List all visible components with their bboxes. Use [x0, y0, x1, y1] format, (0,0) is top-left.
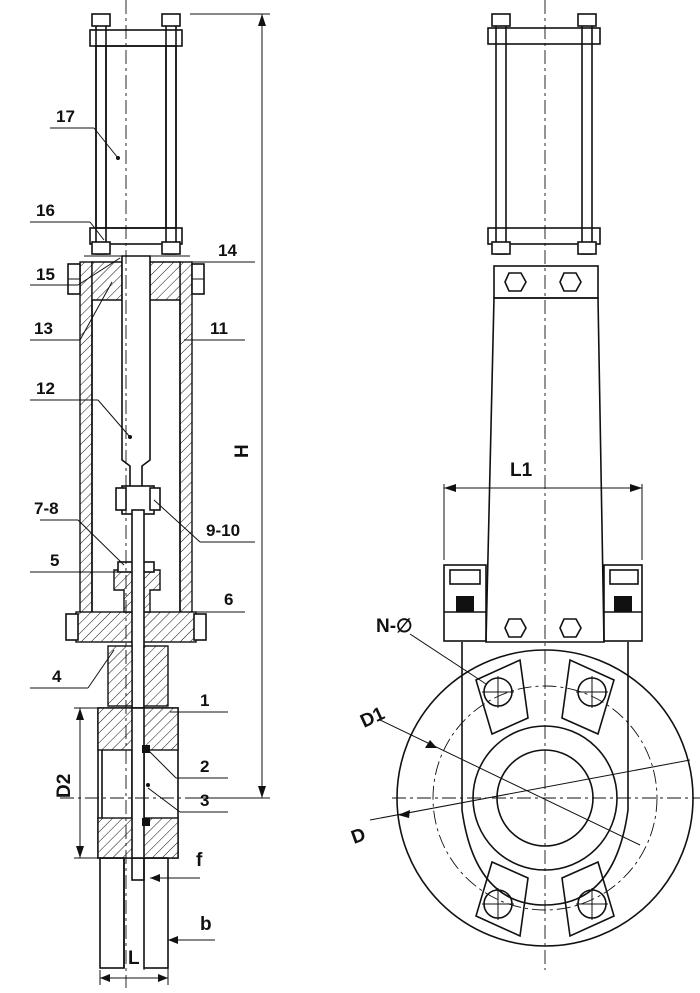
part-leaders — [30, 127, 255, 813]
dim-label-f: f — [196, 850, 203, 871]
dim-label-L: L — [128, 948, 140, 969]
dim-label-N: N-∅ — [376, 616, 413, 637]
part-label-16: 16 — [36, 201, 55, 220]
dimension-H — [190, 13, 270, 799]
hex-bolt-icon — [504, 272, 527, 292]
part-label-11: 11 — [210, 319, 228, 338]
part-label-14: 14 — [218, 241, 237, 260]
part-label-9-10: 9-10 — [206, 521, 240, 540]
dimension-f-b-L — [99, 868, 215, 985]
body-1 — [97, 707, 179, 859]
packing-4 — [107, 645, 169, 707]
dim-label-b: b — [200, 914, 212, 935]
part-label-6: 6 — [224, 590, 233, 609]
part-label-17: 17 — [56, 107, 75, 126]
cylinder-17 — [84, 13, 190, 257]
hex-bolt-icon — [559, 618, 582, 638]
dim-label-H: H — [232, 444, 253, 458]
hex-bolt-icon — [559, 272, 582, 292]
dim-label-D1: D1 — [357, 703, 388, 732]
dim-label-D: D — [349, 824, 369, 848]
hex-bolt-icon — [504, 618, 527, 638]
section-view — [60, 0, 210, 988]
part-label-4: 4 — [52, 667, 62, 686]
part-label-3: 3 — [200, 791, 209, 810]
part-label-15: 15 — [36, 265, 55, 284]
dim-label-L1: L1 — [510, 460, 533, 481]
dimension-D2 — [74, 707, 98, 859]
part-label-13: 13 — [34, 319, 53, 338]
part-label-2: 2 — [200, 757, 209, 776]
front-view — [369, 0, 700, 970]
part-label-7-8: 7-8 — [34, 499, 59, 518]
dim-label-D2: D2 — [54, 774, 75, 798]
part-label-5: 5 — [50, 551, 59, 570]
part-label-12: 12 — [36, 379, 55, 398]
part-label-1: 1 — [200, 691, 209, 710]
stem-12 — [115, 255, 161, 515]
